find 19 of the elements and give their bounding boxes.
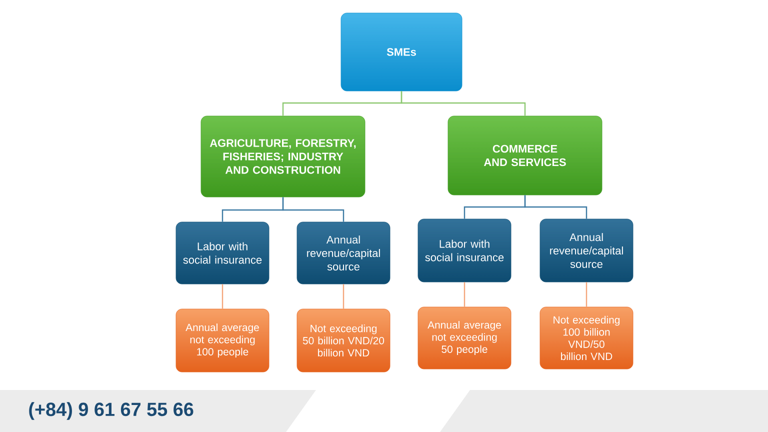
process-box: Labor with social insurance [418, 218, 512, 282]
process-box: Annual average not exceeding 50 people [418, 306, 512, 370]
connector [524, 195, 588, 219]
connector [222, 284, 224, 309]
connector [342, 284, 344, 309]
process-box: Annual average not exceeding 100 people [176, 308, 270, 372]
connector [586, 282, 588, 307]
process-box: COMMERCE AND SERVICES [448, 116, 602, 196]
process-box: Not exceeding 100 billion VND/50 billion VND [540, 306, 634, 370]
process-box: Labor with social insurance [176, 222, 270, 284]
process-box: AGRICULTURE, FORESTRY, FISHERIES; INDUSTRY AND CONSTRUCTION [200, 116, 366, 198]
process-box: SMEs [340, 12, 462, 92]
process-box: Not exceeding 50 billion VND/20 billion VND [296, 308, 390, 372]
process-box: Annual revenue/capital source [296, 222, 390, 284]
process-box: Annual revenue/capital source [540, 218, 634, 282]
connector [282, 197, 344, 222]
phone-number: (+84) 9 61 67 55 66 [29, 402, 194, 420]
connector [400, 91, 526, 116]
connector [464, 282, 466, 307]
